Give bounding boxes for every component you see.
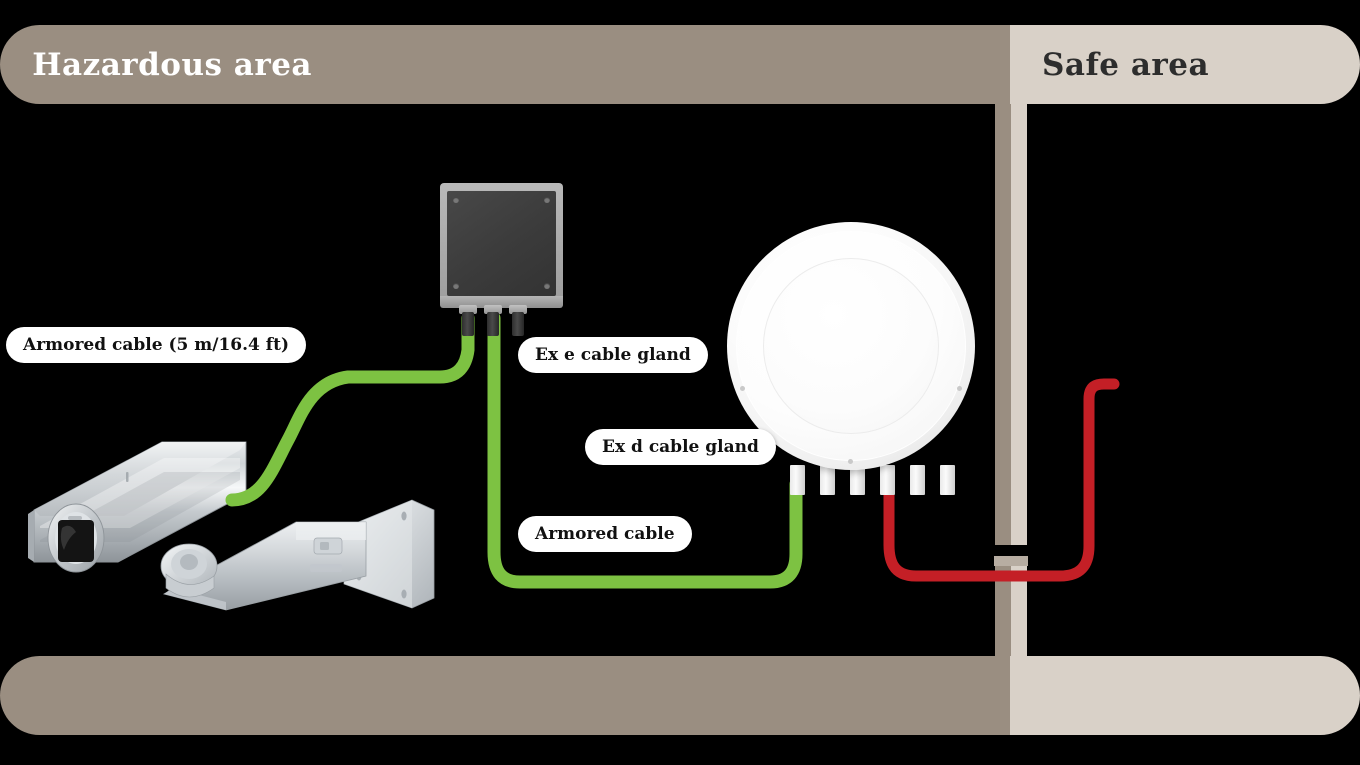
gland-body: [462, 312, 474, 336]
exd-cable-gland-stub: [940, 465, 955, 495]
camera-swivel-mount: [160, 543, 218, 598]
gland-body: [487, 312, 499, 336]
junction-box-screw: [453, 197, 459, 203]
enclosure-fastener-dot: [848, 459, 853, 464]
wall-hazard-side: [995, 104, 1011, 656]
ex-e-cable-gland-stub: [459, 305, 477, 336]
callout-armored-cable: Armored cable: [518, 516, 692, 552]
safe-area-band-bottom: [1010, 656, 1360, 735]
callout-ex-e-cable-gland: Ex e cable gland: [518, 337, 708, 373]
zone-banner-bottom: [0, 656, 1360, 735]
enclosure-outer-shell: [727, 222, 975, 470]
camera-body: [28, 441, 247, 573]
enclosure-fastener-dot: [740, 386, 745, 391]
ex-e-junction-box: [440, 183, 563, 305]
ex-e-cable-gland-stub: [509, 305, 527, 336]
camera-assembly: [14, 398, 454, 613]
safe-area-label: Safe area: [1042, 46, 1210, 83]
exd-cable-gland-stub: [790, 465, 805, 495]
hazardous-area-band-top: [0, 25, 1010, 104]
callout-ex-d-cable-gland: Ex d cable gland: [585, 429, 776, 465]
exd-cable-gland-stub: [820, 465, 835, 495]
callout-armored-cable-5m: Armored cable (5 m/16.4 ft): [6, 327, 307, 363]
gland-collar: [459, 305, 477, 314]
enclosure-ring-inner: [763, 258, 939, 434]
gland-body: [512, 312, 524, 336]
zone-divider-wall: [993, 104, 1029, 656]
gland-collar: [509, 305, 527, 314]
junction-box-screw: [544, 283, 550, 289]
junction-box-screw: [544, 197, 550, 203]
junction-box-cover: [447, 191, 556, 296]
ex-e-cable-gland-stub: [484, 305, 502, 336]
enclosure-fastener-dot: [957, 386, 962, 391]
junction-box-screw: [453, 283, 459, 289]
wall-cable-penetration-seal: [994, 556, 1028, 566]
hazardous-area-band-bottom: [0, 656, 1010, 735]
exd-cable-gland-stub: [880, 465, 895, 495]
exd-cable-gland-stub: [910, 465, 925, 495]
enclosure-ring-outer: [736, 231, 966, 461]
hazardous-area-label: Hazardous area: [32, 46, 312, 83]
zone-banner-top: Hazardous area Safe area: [0, 25, 1360, 104]
safe-area-band-top: [1010, 25, 1360, 104]
wall-safe-side: [1011, 104, 1027, 656]
ex-d-round-enclosure: [727, 222, 975, 470]
exd-cable-gland-stub: [850, 465, 865, 495]
gland-collar: [484, 305, 502, 314]
